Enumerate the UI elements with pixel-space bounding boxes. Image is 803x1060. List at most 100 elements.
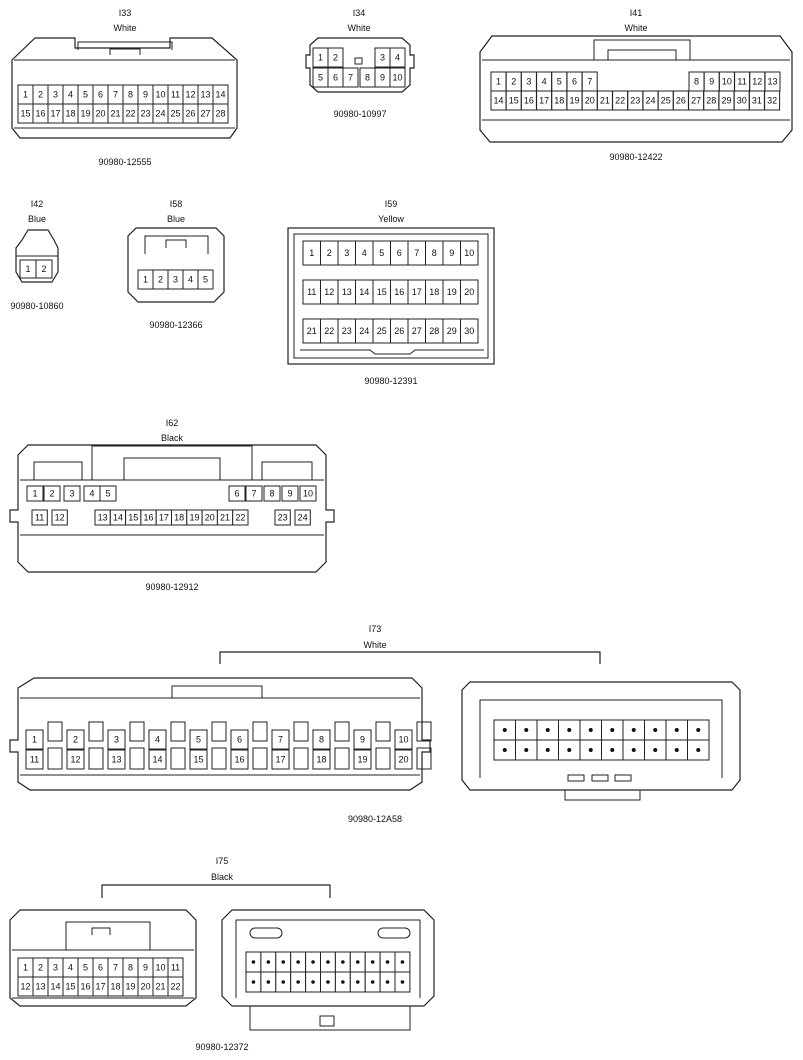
i75-pin: 8 [128,963,133,973]
i73-pin-cell [148,749,167,770]
i42-pin-cell [35,259,53,279]
i62-pin: 3 [69,489,74,499]
i73-pin-cell [353,749,372,770]
i62-pin: 10 [303,489,313,499]
i41-pin: 9 [709,77,714,87]
i62-pin-cell [299,485,317,502]
i62-pin: 12 [55,513,65,523]
i62-pin: 19 [189,513,199,523]
connector-i34-color: White [347,23,370,33]
i62-pin-cell [31,509,48,526]
i41-pin: 16 [524,96,534,106]
i33-pin: 5 [83,90,88,100]
i59-pin: 12 [324,287,334,297]
i59-pin: 6 [397,248,402,258]
i34-pin-cell [342,67,359,88]
i73-pin: 2 [73,735,78,745]
i75-rear-pin-dot [385,980,390,984]
i75-pin: 19 [125,982,135,992]
connector-i58-part: 90980-12366 [149,320,202,330]
i59-pin: 10 [464,248,474,258]
i62-pin: 2 [49,489,54,499]
i62-pin: 8 [269,489,274,499]
i33-pin: 18 [65,109,75,119]
i73-pin-cell [312,729,331,750]
i75-pin: 20 [140,982,150,992]
i73-pin: 20 [398,755,408,765]
i73-rear-pin-dot [653,748,658,752]
i59-pin: 5 [379,248,384,258]
i33-pin: 21 [110,109,120,119]
i73-pin: 7 [278,735,283,745]
i41-pin: 17 [539,96,549,106]
i73-pin: 19 [357,755,367,765]
i41-pin: 21 [600,96,610,106]
i41-pin-cell [764,90,781,111]
i33-pin: 28 [215,109,225,119]
i75-pin: 21 [155,982,165,992]
i75-pin: 22 [170,982,180,992]
i75-pin: 12 [20,982,30,992]
connector-i42-id: I42 [31,199,44,209]
connector-i58-id: I58 [170,199,183,209]
i59-pin: 30 [464,326,474,336]
i59-pin: 18 [429,287,439,297]
i59-pin: 16 [394,287,404,297]
i73-pin-cell [107,749,126,770]
i59-pin: 15 [377,287,387,297]
i75-pin: 1 [23,963,28,973]
i75-pin: 10 [155,963,165,973]
i62-pin: 20 [205,513,215,523]
i75-rear-pin-dot [385,960,390,964]
i34-pin: 1 [318,53,323,63]
i33-pin: 17 [50,109,60,119]
i73-pin-cell [394,749,413,770]
connector-i33-part: 90980-12555 [98,157,151,167]
i58-pin: 3 [173,275,178,285]
i73-pin-cell [271,749,290,770]
i62-pin-cell [63,485,81,502]
i33-pin: 4 [68,90,73,100]
i62-pin: 24 [298,513,308,523]
i75-pin: 5 [83,963,88,973]
i34-pin: 4 [395,53,400,63]
i75-rear-pin-dot [281,980,286,984]
i33-pin: 11 [171,90,180,100]
i73-pin-cell [394,729,413,750]
connector-i33-color: White [113,23,136,33]
i41-pin: 5 [557,77,562,87]
i59-pin: 28 [429,326,439,336]
i73-pin: 8 [319,735,324,745]
i41-pin: 32 [767,96,777,106]
i59-pin: 9 [449,248,454,258]
i59-pin: 3 [344,248,349,258]
i75-rear-pin-dot [281,960,286,964]
i75-rear-grid [245,927,411,993]
i34-pin: 2 [333,53,338,63]
i41-pin: 14 [493,96,503,106]
i34-pin: 3 [380,53,385,63]
i62-pin-cell [99,485,117,502]
i73-pin: 12 [70,755,80,765]
i73-pin: 10 [398,735,408,745]
i41-pin: 7 [587,77,592,87]
i75-pin: 14 [50,982,60,992]
i59-pin: 2 [327,248,332,258]
connector-i73-part: 90980-12A58 [348,814,402,824]
i34-pin-cell [389,67,406,88]
i75-rear-pin-dot [251,960,256,964]
connector-i62-color: Black [161,433,184,443]
i41-pin: 27 [691,96,701,106]
i62-pin: 1 [32,489,37,499]
i58-pin: 2 [158,275,163,285]
connector-i41-id: I41 [630,8,643,18]
i75-pin: 11 [171,963,180,973]
i73-rear-pin-dot [545,728,550,732]
i41-pin: 28 [706,96,716,106]
